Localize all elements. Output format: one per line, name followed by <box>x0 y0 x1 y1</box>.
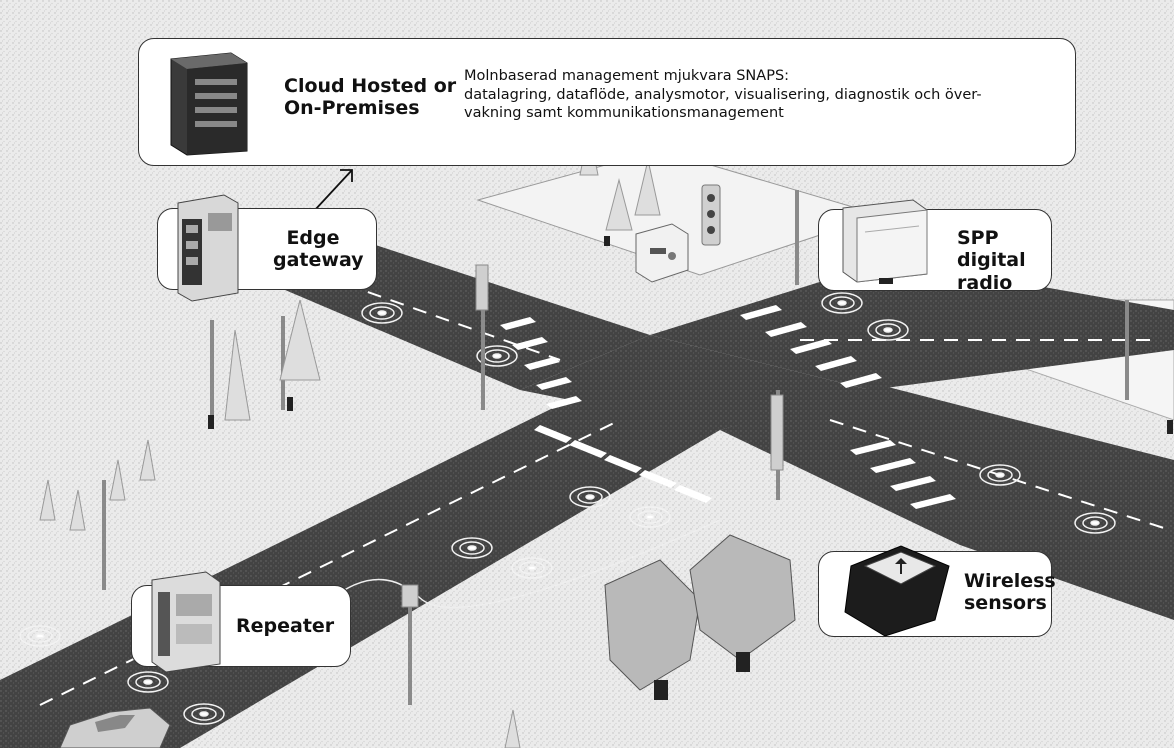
wireless-line1: Wireless <box>964 570 1056 592</box>
tree-trunks <box>208 236 1173 434</box>
crosswalks <box>500 305 956 509</box>
road-sensor <box>451 537 493 559</box>
road-sensor <box>979 464 1021 486</box>
edge-gateway-callout: Edge gateway <box>157 194 377 302</box>
road-sensor <box>19 625 61 647</box>
spp-radio-label: SPP digital radio <box>957 227 1051 294</box>
spp-line1: SPP <box>957 227 999 249</box>
overhead-wire <box>329 519 721 609</box>
wireless-line2: sensors <box>964 592 1047 615</box>
cloud-title-line2: On-Premises <box>284 97 420 120</box>
road-sensor <box>183 703 225 725</box>
road-northeast <box>650 260 1174 390</box>
spp-radio-callout: SPP digital radio <box>818 199 1052 294</box>
road-sensor <box>629 506 671 528</box>
road-sensor <box>511 557 553 579</box>
cloud-desc-line3: vakning samt kommunikationsmanagement <box>464 105 784 122</box>
cloud-description: Molnbaserad management mjukvara SNAPS: d… <box>464 67 1064 123</box>
road-sensor <box>1074 512 1116 534</box>
edge-gateway-label: Edge gateway <box>273 227 364 272</box>
cloud-desc-line1: Molnbaserad management mjukvara SNAPS: <box>464 68 790 84</box>
trees <box>39 129 661 748</box>
wireless-sensors-callout: Wireless sensors <box>818 545 1056 637</box>
road-sensor <box>867 319 909 341</box>
repeater-callout: Repeater <box>131 571 351 673</box>
controller-cabinet <box>635 223 689 283</box>
edge-line1: Edge <box>286 227 340 249</box>
road-sensor <box>361 302 403 324</box>
server-rack-icon <box>170 52 248 156</box>
road-sensor <box>821 292 863 314</box>
spp-line2: digital radio <box>957 249 1026 294</box>
radio-unit-icon <box>842 199 928 284</box>
cloud-title: Cloud Hosted or On-Premises <box>284 75 456 120</box>
wireless-sensors-label: Wireless sensors <box>964 570 1056 615</box>
road-sensor <box>127 671 169 693</box>
road-sensor <box>569 486 611 508</box>
repeater-label: Repeater <box>236 615 335 637</box>
road-southeast <box>720 385 1174 620</box>
repeater-board-icon <box>151 571 221 673</box>
road-sensors <box>19 292 1116 725</box>
edge-line2: gateway <box>273 249 364 272</box>
traffic-cones <box>604 534 796 691</box>
cloud-callout: Cloud Hosted or On-Premises Molnbaserad … <box>138 38 1076 166</box>
cloud-title-line1: Cloud Hosted or <box>284 75 457 97</box>
sensor-puck-icon <box>844 545 950 637</box>
gateway-board-icon <box>177 194 239 302</box>
cloud-desc-line2: datalagring, dataflöde, analysmotor, vis… <box>464 86 982 103</box>
road-sensor <box>476 345 518 367</box>
car <box>59 707 171 748</box>
signal-poles <box>102 190 1129 705</box>
